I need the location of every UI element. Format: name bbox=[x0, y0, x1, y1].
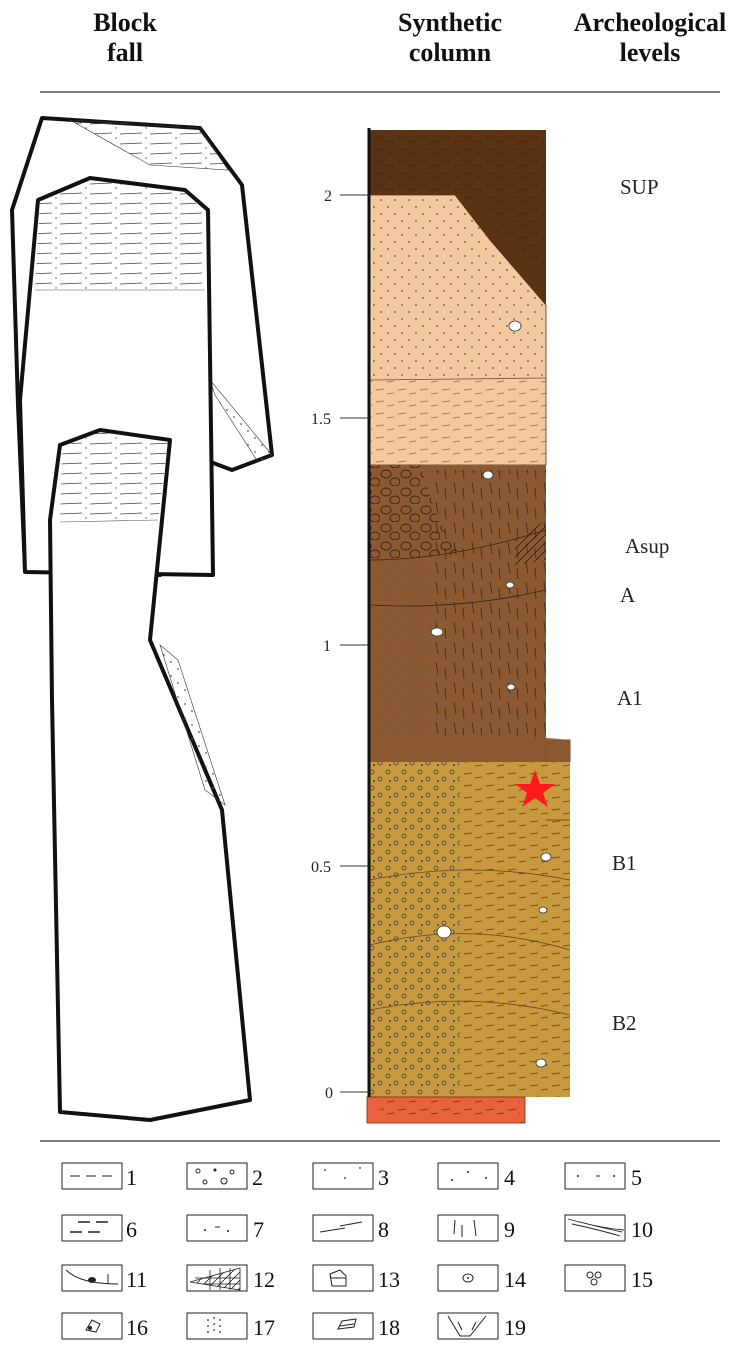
layer-red-base-dashes bbox=[380, 1100, 520, 1118]
synthetic-column bbox=[367, 128, 570, 1123]
clast bbox=[539, 907, 547, 913]
legend-item-4: 4 bbox=[438, 1163, 515, 1190]
layer-a-dots bbox=[370, 560, 440, 740]
legend-num-9: 9 bbox=[504, 1217, 515, 1242]
legend-num-4: 4 bbox=[504, 1165, 515, 1190]
clast bbox=[437, 926, 451, 938]
legend-num-14: 14 bbox=[504, 1267, 526, 1292]
legend-item-10: 10 bbox=[565, 1215, 653, 1242]
layer-a-base bbox=[370, 735, 570, 762]
tick-label-0: 0 bbox=[325, 1085, 333, 1102]
legend-item-2: 2 bbox=[187, 1163, 263, 1190]
layer-b-dashes bbox=[460, 762, 570, 1097]
level-a: A bbox=[620, 583, 636, 607]
legend-num-18: 18 bbox=[378, 1315, 400, 1340]
tick-label-1-5: 1.5 bbox=[311, 411, 331, 428]
clast bbox=[536, 1059, 546, 1067]
legend-item-14: 14 bbox=[438, 1265, 526, 1292]
clast bbox=[509, 321, 521, 331]
legend-num-5: 5 bbox=[631, 1165, 642, 1190]
legend-item-13: 13 bbox=[313, 1265, 400, 1292]
legend-item-3: 3 bbox=[313, 1163, 389, 1190]
clast bbox=[483, 471, 493, 479]
tick-label-2: 2 bbox=[324, 188, 332, 205]
level-sup: SUP bbox=[620, 175, 659, 199]
level-b1: B1 bbox=[612, 851, 637, 875]
legend-item-6: 6 bbox=[62, 1215, 137, 1242]
legend-num-13: 13 bbox=[378, 1267, 400, 1292]
tick-label-0-5: 0.5 bbox=[311, 859, 331, 876]
clast bbox=[541, 853, 551, 861]
legend-item-5: 5 bbox=[565, 1163, 642, 1190]
legend-num-12: 12 bbox=[253, 1267, 275, 1292]
archeological-levels: SUP Asup A A1 B1 B2 bbox=[612, 175, 669, 1035]
legend-item-1: 1 bbox=[62, 1163, 137, 1190]
block-front-hatch bbox=[60, 432, 168, 522]
clast bbox=[507, 684, 515, 690]
legend-item-15: 15 bbox=[565, 1265, 653, 1292]
tick-label-1: 1 bbox=[323, 638, 331, 655]
legend-item-19: 19 bbox=[438, 1313, 526, 1340]
legend-num-7: 7 bbox=[253, 1217, 264, 1242]
legend-num-1: 1 bbox=[126, 1165, 137, 1190]
level-b2: B2 bbox=[612, 1011, 637, 1035]
block-middle-hatch bbox=[35, 180, 205, 290]
legend-num-16: 16 bbox=[126, 1315, 148, 1340]
legend-item-17: 17 bbox=[187, 1313, 275, 1340]
legend-num-17: 17 bbox=[253, 1315, 275, 1340]
layer-light-tan-lower bbox=[370, 378, 546, 465]
level-asup: Asup bbox=[625, 534, 669, 558]
legend-num-6: 6 bbox=[126, 1217, 137, 1242]
block-fall-drawing bbox=[12, 118, 272, 1120]
legend-num-10: 10 bbox=[631, 1217, 653, 1242]
legend-item-8: 8 bbox=[313, 1215, 389, 1242]
level-a1: A1 bbox=[617, 686, 643, 710]
legend-item-16: 16 bbox=[62, 1313, 148, 1340]
legend: 1 2 3 4 5 bbox=[62, 1163, 653, 1340]
legend-num-2: 2 bbox=[252, 1165, 263, 1190]
depth-axis: 2 1.5 1 0.5 0 bbox=[311, 188, 369, 1102]
legend-num-3: 3 bbox=[378, 1165, 389, 1190]
block-front bbox=[50, 430, 250, 1120]
legend-num-19: 19 bbox=[504, 1315, 526, 1340]
legend-item-9: 9 bbox=[438, 1215, 515, 1242]
legend-num-8: 8 bbox=[378, 1217, 389, 1242]
clast bbox=[506, 582, 514, 588]
clast bbox=[431, 628, 443, 636]
legend-num-11: 11 bbox=[126, 1267, 147, 1292]
legend-item-7: 7 bbox=[187, 1215, 264, 1242]
legend-item-11: 11 bbox=[62, 1265, 147, 1292]
legend-num-15: 15 bbox=[631, 1267, 653, 1292]
legend-item-12: 12 bbox=[187, 1265, 275, 1292]
legend-item-18: 18 bbox=[313, 1313, 400, 1340]
